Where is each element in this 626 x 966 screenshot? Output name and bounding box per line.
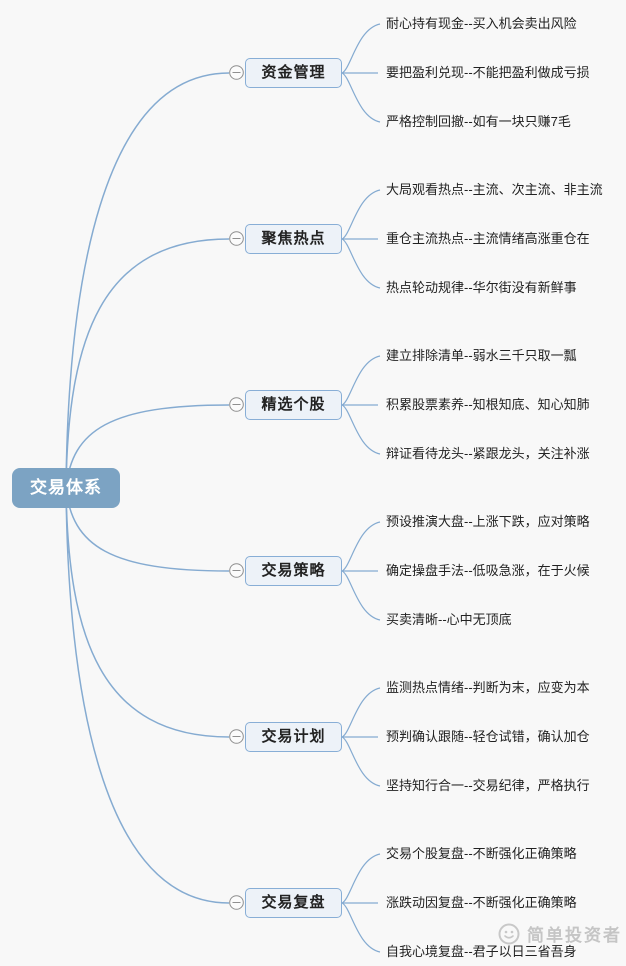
branch-leaf-connectors [341, 23, 381, 953]
branch-node[interactable]: 精选个股 [245, 390, 342, 420]
leaf-item[interactable]: 耐心持有现金--买入机会卖出风险 [386, 16, 577, 31]
collapse-icon[interactable] [229, 65, 244, 80]
branch-node[interactable]: 交易计划 [245, 722, 342, 752]
leaf-item[interactable]: 热点轮动规律--华尔街没有新鲜事 [386, 280, 577, 295]
leaf-item[interactable]: 自我心境复盘--君子以日三省吾身 [386, 944, 577, 959]
collapse-icon[interactable] [229, 231, 244, 246]
leaf-item[interactable]: 买卖清晰--心中无顶底 [386, 612, 512, 627]
watermark-logo-icon [498, 923, 520, 944]
branch-node[interactable]: 聚焦热点 [245, 224, 342, 254]
leaf-item[interactable]: 确定操盘手法--低吸急涨，在于火候 [386, 563, 590, 578]
branch-node[interactable]: 资金管理 [245, 58, 342, 88]
leaf-item[interactable]: 监测热点情绪--判断为末，应变为本 [386, 680, 590, 695]
leaf-item[interactable]: 交易个股复盘--不断强化正确策略 [386, 846, 577, 861]
leaf-item[interactable]: 要把盈利兑现--不能把盈利做成亏损 [386, 65, 590, 80]
branch-node[interactable]: 交易复盘 [245, 888, 342, 918]
branch-node[interactable]: 交易策略 [245, 556, 342, 586]
watermark-text: 简单投资者 [527, 926, 622, 945]
leaf-item[interactable]: 严格控制回撤--如有一块只赚7毛 [386, 114, 571, 129]
collapse-icon[interactable] [229, 397, 244, 412]
leaf-item[interactable]: 坚持知行合一--交易纪律，严格执行 [386, 778, 590, 793]
leaf-item[interactable]: 预判确认跟随--轻仓试错，确认加仓 [386, 729, 590, 744]
leaf-item[interactable]: 积累股票素养--知根知底、知心知肺 [386, 397, 590, 412]
collapse-icon[interactable] [229, 563, 244, 578]
leaf-item[interactable]: 大局观看热点--主流、次主流、非主流 [386, 182, 603, 197]
root-node[interactable]: 交易体系 [12, 468, 120, 508]
collapse-icon[interactable] [229, 895, 244, 910]
leaf-item[interactable]: 预设推演大盘--上涨下跌，应对策略 [386, 514, 590, 529]
leaf-item[interactable]: 建立排除清单--弱水三千只取一瓢 [386, 348, 577, 363]
leaf-item[interactable]: 重仓主流热点--主流情绪高涨重仓在 [386, 231, 590, 246]
leaf-item[interactable]: 辩证看待龙头--紧跟龙头，关注补涨 [386, 446, 590, 461]
watermark: 简单投资者 [497, 921, 622, 946]
leaf-item[interactable]: 涨跌动因复盘--不断强化正确策略 [386, 895, 577, 910]
collapse-icon[interactable] [229, 729, 244, 744]
